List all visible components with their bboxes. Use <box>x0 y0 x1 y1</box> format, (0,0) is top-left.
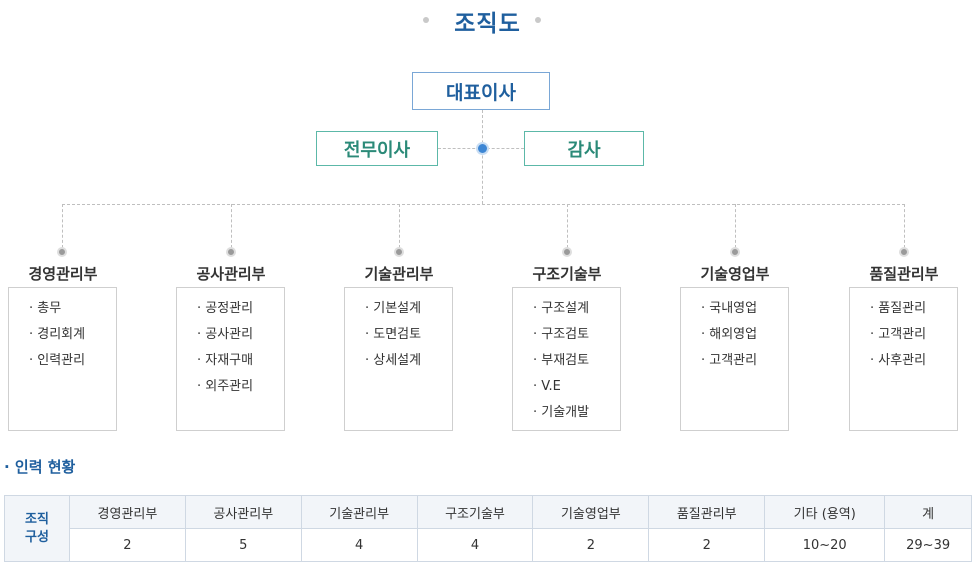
auditor-label: 감사 <box>567 139 601 161</box>
dept-node-dot <box>394 247 404 257</box>
trunk-line <box>482 110 483 204</box>
dept-drop-line <box>904 204 905 248</box>
dept-item: · 공사관리 <box>197 327 254 342</box>
dept-item: · 국내영업 <box>701 301 758 316</box>
staff-table: 조직 구성 경영관리부 공사관리부 기술관리부 구조기술부 기술영업부 품질관리… <box>4 495 972 562</box>
staff-header-cell: 기술관리부 <box>300 495 418 529</box>
staff-value-cell: 2 <box>648 528 766 562</box>
dept-item: · 품질관리 <box>870 301 927 316</box>
dept-name-sales: 기술영업부 <box>700 265 770 283</box>
dept-item: · 인력관리 <box>29 353 86 368</box>
ceo-box: 대표이사 <box>412 72 550 110</box>
staff-header-cell: 경영관리부 <box>69 495 186 529</box>
staff-value-cell: 2 <box>532 528 650 562</box>
dept-node-dot <box>57 247 67 257</box>
staff-row-label: 조직 구성 <box>4 495 70 562</box>
staff-value-row: 2 5 4 4 2 2 10~20 29~39 <box>5 528 972 562</box>
dept-item: · 도면검토 <box>365 327 422 342</box>
dept-item: · 기술개발 <box>533 405 590 420</box>
staff-value-cell: 2 <box>69 528 186 562</box>
dept-name-quality: 품질관리부 <box>869 265 939 283</box>
executive-label: 전무이사 <box>343 139 411 161</box>
dept-item: · 구조검토 <box>533 327 590 342</box>
staff-value-cell: 4 <box>416 528 534 562</box>
dept-item: · 상세설계 <box>365 353 422 368</box>
staff-value-cell: 5 <box>184 528 302 562</box>
dept-item: · 고객관리 <box>870 327 927 342</box>
dept-node-dot <box>730 247 740 257</box>
dept-node-dot <box>226 247 236 257</box>
staff-value-cell: 10~20 <box>764 528 886 562</box>
dept-item: · 기본설계 <box>365 301 422 316</box>
staff-header-cell: 기타 (용역) <box>764 495 886 529</box>
staff-section-title: · 인력 현황 <box>4 458 76 476</box>
dept-box-construction: · 공정관리 · 공사관리 · 자재구매 · 외주관리 <box>176 287 285 431</box>
dept-name-construction: 공사관리부 <box>196 265 266 283</box>
dept-drop-line <box>399 204 400 248</box>
staff-header-cell: 구조기술부 <box>416 495 534 529</box>
title-left-dot <box>423 17 429 23</box>
dept-item: · 구조설계 <box>533 301 590 316</box>
staff-header-row: 조직 구성 경영관리부 공사관리부 기술관리부 구조기술부 기술영업부 품질관리… <box>4 495 972 562</box>
staff-header-cell: 기술영업부 <box>532 495 650 529</box>
staff-header-cell: 품질관리부 <box>648 495 766 529</box>
staff-header-cell: 공사관리부 <box>184 495 302 529</box>
dept-box-technical: · 기본설계 · 도면검토 · 상세설계 <box>344 287 453 431</box>
dept-item: · 경리회계 <box>29 327 86 342</box>
dept-box-management: · 총무 · 경리회계 · 인력관리 <box>8 287 117 431</box>
executive-box: 전무이사 <box>316 131 438 166</box>
dept-name-management: 경영관리부 <box>28 265 98 283</box>
junction-dot <box>476 142 489 155</box>
dept-item: · V.E <box>533 379 561 394</box>
dept-node-dot <box>562 247 572 257</box>
dept-item: · 자재구매 <box>197 353 254 368</box>
page-title: 조직도 <box>454 11 521 37</box>
dept-drop-line <box>62 204 63 248</box>
title-right-dot <box>535 17 541 23</box>
dept-box-sales: · 국내영업 · 해외영업 · 고객관리 <box>680 287 789 431</box>
dept-item: · 외주관리 <box>197 379 254 394</box>
staff-value-cell: 4 <box>300 528 418 562</box>
dept-item: · 공정관리 <box>197 301 254 316</box>
dept-drop-line <box>231 204 232 248</box>
dept-box-structural: · 구조설계 · 구조검토 · 부재검토 · V.E · 기술개발 <box>512 287 621 431</box>
dept-box-quality: · 품질관리 · 고객관리 · 사후관리 <box>849 287 958 431</box>
dept-node-dot <box>899 247 909 257</box>
ceo-label: 대표이사 <box>446 81 516 104</box>
dept-item: · 사후관리 <box>870 353 927 368</box>
dept-name-structural: 구조기술부 <box>532 265 602 283</box>
dept-item: · 부재검토 <box>533 353 590 368</box>
department-bus-line <box>62 204 905 205</box>
staff-value-cell: 29~39 <box>884 528 972 562</box>
staff-header-cell: 계 <box>884 495 972 529</box>
dept-drop-line <box>567 204 568 248</box>
dept-item: · 총무 <box>29 301 62 316</box>
dept-item: · 해외영업 <box>701 327 758 342</box>
dept-item: · 고객관리 <box>701 353 758 368</box>
auditor-box: 감사 <box>524 131 644 166</box>
dept-name-technical: 기술관리부 <box>364 265 434 283</box>
staff-row-label-line1: 조직 <box>25 511 49 527</box>
dept-drop-line <box>735 204 736 248</box>
staff-row-label-line2: 구성 <box>25 529 49 545</box>
